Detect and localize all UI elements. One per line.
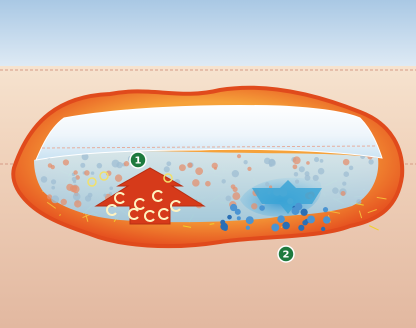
particle xyxy=(192,179,199,186)
particle xyxy=(73,180,76,183)
particle xyxy=(306,161,310,165)
particle xyxy=(84,170,90,176)
fluid-dot xyxy=(302,220,307,225)
fluid-dot xyxy=(235,209,241,215)
particle xyxy=(124,161,129,166)
particle xyxy=(70,185,77,192)
particle xyxy=(205,181,211,187)
particle xyxy=(342,182,346,186)
particle xyxy=(343,171,349,177)
particle xyxy=(51,195,59,203)
particle xyxy=(61,199,67,205)
particle xyxy=(179,164,186,171)
particle xyxy=(73,193,81,201)
particle xyxy=(265,182,269,186)
particle xyxy=(80,163,85,168)
sky-background xyxy=(0,0,416,72)
particle xyxy=(251,203,257,209)
fluid-dot xyxy=(277,215,285,223)
particle xyxy=(305,175,311,181)
particle xyxy=(232,170,239,177)
particle xyxy=(293,164,298,169)
particle xyxy=(195,167,203,175)
particle xyxy=(343,159,350,166)
particle xyxy=(341,191,346,196)
particle xyxy=(269,159,276,166)
particle xyxy=(237,154,241,158)
fluid-dot xyxy=(220,223,228,231)
fluid-dot xyxy=(282,222,290,230)
particle xyxy=(293,156,301,164)
particle xyxy=(88,193,93,198)
particle xyxy=(221,179,225,183)
particle xyxy=(115,174,122,181)
particle xyxy=(368,159,373,164)
particle xyxy=(112,160,120,168)
particle xyxy=(166,161,171,166)
fluid-dot xyxy=(259,205,265,211)
fluid-dot xyxy=(323,207,328,212)
particle xyxy=(313,175,319,181)
particle xyxy=(103,194,106,197)
particle xyxy=(295,180,299,184)
particle xyxy=(97,163,103,169)
particle xyxy=(212,163,218,169)
fluid-dot xyxy=(301,209,306,214)
fluid-dot xyxy=(227,215,232,220)
particle xyxy=(41,176,48,183)
particle xyxy=(51,179,56,184)
fluid-dot xyxy=(298,225,304,231)
particle xyxy=(51,186,55,190)
particle xyxy=(232,192,240,200)
fluid-dot xyxy=(321,227,325,231)
fluid-dot xyxy=(246,226,250,230)
particle xyxy=(332,187,339,194)
fluid-dot xyxy=(307,216,315,224)
particle xyxy=(109,186,113,190)
particle xyxy=(356,199,361,204)
fluid-dot xyxy=(237,216,241,220)
marker-2: 2 xyxy=(278,246,294,262)
particle xyxy=(233,187,238,192)
particle xyxy=(74,200,81,207)
particle xyxy=(226,195,232,201)
particle xyxy=(243,160,247,164)
particle xyxy=(349,166,354,171)
fluid-dot xyxy=(291,207,299,215)
marker-1: 1 xyxy=(130,152,146,168)
fluid-dot xyxy=(246,216,254,224)
fluid-dot xyxy=(323,216,330,223)
particle xyxy=(187,162,192,167)
particle xyxy=(320,159,324,163)
particle xyxy=(91,171,95,175)
fluid-dot xyxy=(271,224,279,232)
particle xyxy=(164,166,170,172)
particle xyxy=(294,172,298,176)
particle xyxy=(73,170,77,174)
particle xyxy=(318,168,325,175)
particle xyxy=(51,165,55,169)
marker-2-label: 2 xyxy=(283,250,290,261)
particle xyxy=(314,157,319,162)
particle xyxy=(247,167,251,171)
marker-1-label: 1 xyxy=(135,156,142,167)
particle xyxy=(63,159,69,165)
particle xyxy=(299,166,305,172)
